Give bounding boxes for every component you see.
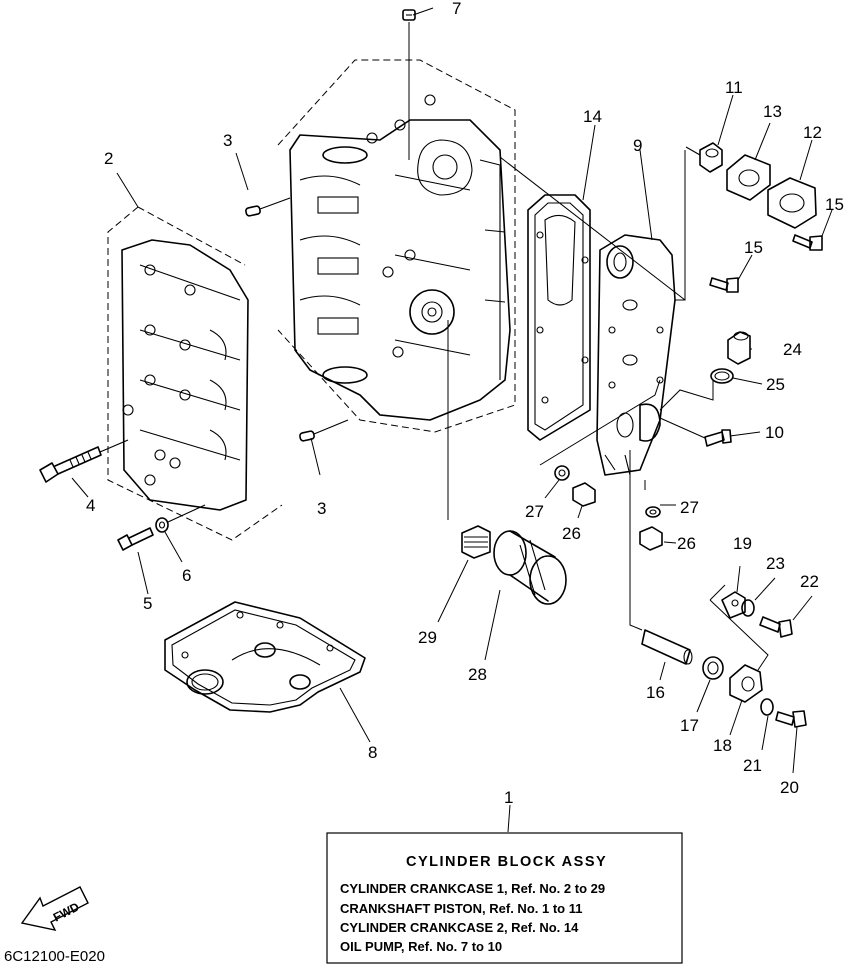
callout-18: 18 <box>713 736 732 755</box>
diagram-code: 6C12100-E020 <box>4 948 105 965</box>
dowel-pin-part <box>245 197 349 442</box>
fwd-arrow-icon: FWD <box>20 886 89 931</box>
callout-28: 28 <box>468 665 487 684</box>
callout-24: 24 <box>783 340 802 359</box>
callout-20: 20 <box>780 778 799 797</box>
callout-26: 26 <box>677 534 696 553</box>
gasket-part <box>164 601 366 713</box>
hose-part <box>641 629 693 665</box>
callout-16: 16 <box>646 683 665 702</box>
callout-3: 3 <box>223 131 232 150</box>
callout-17: 17 <box>680 716 699 735</box>
callout-9: 9 <box>633 136 642 155</box>
callout-27: 27 <box>680 498 699 517</box>
callout-19: 19 <box>733 534 752 553</box>
grommet-part <box>685 142 723 173</box>
callout-29: 29 <box>418 628 437 647</box>
callout-14: 14 <box>583 107 602 126</box>
callout-27: 27 <box>525 502 544 521</box>
callout-15: 15 <box>744 238 763 257</box>
washer-part <box>741 599 774 716</box>
gasket-part <box>527 194 591 441</box>
bolt-part <box>759 616 807 728</box>
grommet-part <box>702 656 724 680</box>
plug-part <box>727 331 751 365</box>
callout-10: 10 <box>765 423 784 442</box>
callout-11: 11 <box>725 78 743 97</box>
cylinder-block-part <box>277 59 516 433</box>
callout-22: 22 <box>800 572 819 591</box>
screw-part <box>402 9 416 21</box>
callout-25: 25 <box>766 375 785 394</box>
callout-7: 7 <box>452 0 461 18</box>
callout-2: 2 <box>104 149 113 168</box>
legend-line: OIL PUMP, Ref. No. 7 to 10 <box>340 939 502 954</box>
legend-line: CRANKSHAFT PISTON, Ref. No. 1 to 11 <box>340 901 582 916</box>
plug-part <box>572 482 663 551</box>
o-ring-part <box>710 368 734 384</box>
crankcase-half-part <box>107 206 283 541</box>
washer-part <box>554 465 661 518</box>
bolt-part <box>709 234 823 293</box>
legend-line: CYLINDER CRANKCASE 1, Ref. No. 2 to 29 <box>340 881 605 896</box>
oil-filter-part <box>493 530 567 605</box>
bracket-part <box>721 591 746 619</box>
callout-5: 5 <box>143 594 152 613</box>
thermostat-cover-part <box>767 177 817 229</box>
callout-15: 15 <box>825 195 844 214</box>
sensor-part <box>729 664 763 703</box>
fitting-part <box>461 525 491 559</box>
callout-13: 13 <box>763 102 782 121</box>
callout-8: 8 <box>368 743 377 762</box>
bolt-part <box>117 504 206 551</box>
callout-4: 4 <box>86 496 95 515</box>
cover-part <box>596 234 676 476</box>
gasket-part <box>726 154 771 201</box>
callout-3: 3 <box>317 499 326 518</box>
bolt-part <box>704 429 732 447</box>
callout-23: 23 <box>766 554 785 573</box>
legend-box: CYLINDER BLOCK ASSY CYLINDER CRANKCASE 1… <box>326 832 683 964</box>
callout-1: 1 <box>504 788 513 807</box>
callout-26: 26 <box>562 524 581 543</box>
callout-12: 12 <box>803 123 822 142</box>
bolt-part <box>39 439 129 483</box>
legend-title: CYLINDER BLOCK ASSY <box>406 854 607 870</box>
legend-line: CYLINDER CRANKCASE 2, Ref. No. 14 <box>340 920 579 935</box>
callout-21: 21 <box>743 756 762 775</box>
callout-labels: 1 2 3 3 4 5 6 7 8 9 10 11 12 13 14 15 15… <box>86 0 844 807</box>
leader-lines <box>71 7 833 833</box>
callout-6: 6 <box>182 566 191 585</box>
